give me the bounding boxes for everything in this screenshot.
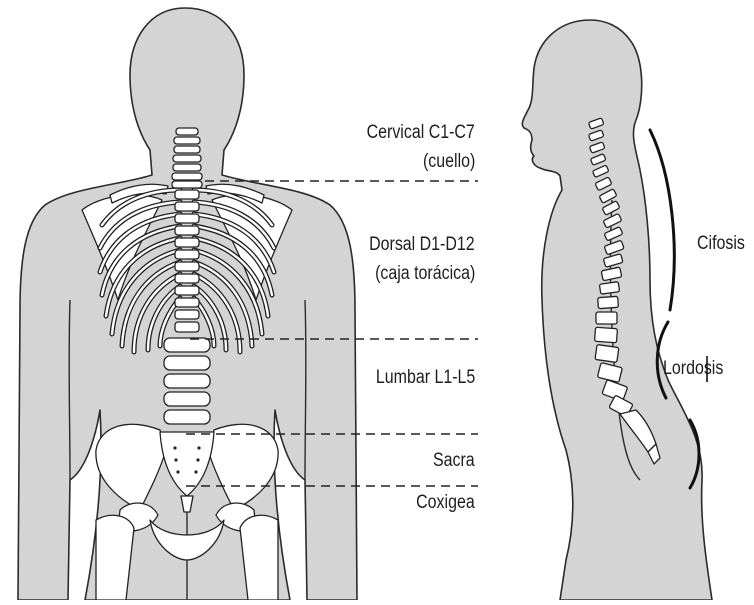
side-view-body xyxy=(522,20,712,600)
lumbar-vertebrae xyxy=(164,338,210,424)
lordosis-label: Lordosis xyxy=(663,358,723,380)
side-view-silhouette xyxy=(522,20,712,600)
lumbar-label: Lumbar L1-L5 xyxy=(376,367,475,389)
dorsal-sub-label: (caja torácica) xyxy=(375,263,475,285)
cifosis-label: Cifosis xyxy=(697,233,745,255)
coxigea-label: Coxigea xyxy=(416,492,475,514)
dorsal-label: Dorsal D1-D12 xyxy=(369,234,475,256)
right-arm-line xyxy=(305,300,306,480)
cervical-label: Cervical C1-C7 xyxy=(367,122,475,144)
sacra-label: Sacra xyxy=(433,450,475,472)
left-arm-line xyxy=(69,300,70,480)
cifosis-bracket xyxy=(650,130,674,310)
cervical-vertebrae xyxy=(172,128,202,188)
cervical-sub-label: (cuello) xyxy=(423,151,475,173)
